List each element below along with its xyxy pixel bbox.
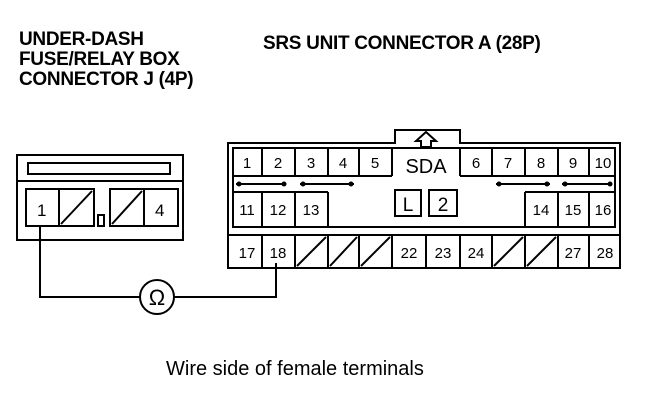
terminal-6: 6 — [472, 155, 480, 172]
terminal-8: 8 — [537, 155, 545, 172]
terminal-23: 23 — [435, 245, 452, 262]
left-connector-title: UNDER-DASH FUSE/RELAY BOX CONNECTOR J (4… — [19, 30, 249, 90]
terminal-1: 1 — [243, 155, 251, 172]
terminal-13: 13 — [303, 202, 320, 219]
blank-terminal-26 — [526, 236, 557, 267]
left-connector: 1 4 — [16, 154, 184, 241]
left-connector-lock-tab — [27, 162, 171, 175]
terminal-27: 27 — [565, 245, 582, 262]
terminal-10: 10 — [595, 155, 612, 172]
terminal-16: 16 — [595, 202, 612, 219]
test-lead-right — [174, 263, 277, 298]
label-box-2 — [428, 189, 458, 217]
right-connector-title: SRS UNIT CONNECTOR A (28P) — [263, 33, 541, 54]
blank-terminal-25 — [493, 236, 524, 267]
terminal-12: 12 — [270, 202, 287, 219]
terminal-2: 2 — [274, 155, 282, 172]
label-box-l — [394, 189, 422, 217]
ohmmeter-symbol: Ω — [149, 285, 165, 310]
terminal-7: 7 — [504, 155, 512, 172]
left-terminal-2-blank — [60, 190, 93, 225]
terminal-18: 18 — [270, 245, 287, 262]
blank-terminal-21 — [360, 236, 391, 267]
terminal-15: 15 — [565, 202, 582, 219]
ohmmeter-circuit: Ω — [39, 226, 277, 315]
left-terminal-3-blank — [111, 190, 143, 225]
terminal-11: 11 — [239, 202, 255, 219]
terminal-14: 14 — [533, 202, 550, 219]
inner-label-2: 2 — [438, 195, 449, 216]
terminal-3: 3 — [307, 155, 315, 172]
key-label-sda: SDA — [405, 156, 447, 178]
ohmmeter-icon — [139, 279, 175, 315]
blank-terminal-19 — [296, 236, 327, 267]
blank-terminal-20 — [329, 236, 358, 267]
diagram-caption: Wire side of female terminals — [166, 358, 424, 380]
left-terminal-1: 1 — [37, 201, 46, 220]
left-terminal-4: 4 — [155, 201, 164, 220]
terminal-5: 5 — [371, 155, 379, 172]
key-arrow-icon — [413, 130, 439, 148]
left-title-line-1: UNDER-DASH — [19, 29, 144, 50]
left-title-line-2: FUSE/RELAY BOX — [19, 49, 180, 70]
terminal-17: 17 — [239, 245, 256, 262]
right-connector — [227, 129, 621, 269]
terminal-9: 9 — [569, 155, 577, 172]
right-connector-body — [227, 129, 621, 269]
left-title-line-3: CONNECTOR J (4P) — [19, 69, 194, 90]
inner-label-l: L — [403, 195, 414, 216]
terminal-22: 22 — [401, 245, 418, 262]
left-connector-body — [16, 154, 184, 241]
terminal-24: 24 — [468, 245, 485, 262]
test-lead-left — [39, 226, 140, 298]
terminal-4: 4 — [339, 155, 347, 172]
left-connector-key — [97, 214, 105, 227]
terminal-28: 28 — [597, 245, 614, 262]
